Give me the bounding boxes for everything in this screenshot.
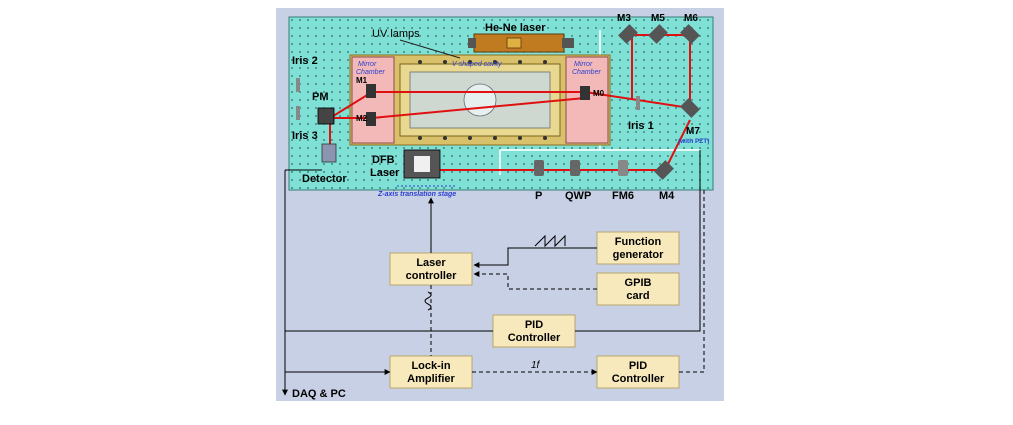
power-meter	[317, 107, 335, 125]
label-m6: M6	[684, 13, 698, 24]
pid2-line1: PID	[629, 360, 647, 372]
block-laser-controller	[389, 252, 473, 286]
block-pid-controller-2	[596, 355, 680, 389]
pid2-line2: Controller	[612, 373, 665, 385]
pid1-line1: PID	[525, 319, 543, 331]
quarter-wave-plate	[570, 160, 580, 176]
function-gen-line1: Function	[615, 236, 662, 248]
lockin-line2: Amplifier	[407, 373, 455, 385]
mirror-m4	[654, 160, 674, 180]
block-gpib-card	[596, 272, 680, 306]
label-pm: PM	[312, 91, 329, 103]
label-modulation: 1f	[531, 360, 541, 371]
laser-controller-line1: Laser	[416, 257, 446, 269]
wire-gpib	[473, 271, 597, 290]
label-m4: M4	[659, 190, 675, 202]
label-p: P	[535, 190, 542, 202]
mirror-m7	[680, 98, 700, 118]
mirror-m5	[648, 24, 668, 44]
gpib-line2: card	[626, 290, 649, 302]
iris-3	[296, 106, 300, 120]
detector	[321, 143, 337, 163]
label-dfb-1: DFB	[372, 154, 395, 166]
label-qwp: QWP	[565, 190, 591, 202]
label-iris2: Iris 2	[292, 55, 318, 67]
label-m1: M1	[356, 76, 368, 85]
label-dfb-2: Laser	[370, 167, 400, 179]
block-pid-controller-1	[492, 314, 576, 348]
label-mirror-right-2: Chamber	[572, 69, 601, 76]
label-iris3: Iris 3	[292, 130, 318, 142]
mirror-m1	[366, 84, 376, 98]
label-hene-laser: He-Ne laser	[485, 22, 546, 34]
wire-pid2-feedback	[679, 190, 705, 373]
label-mirror-left-1: Mirror	[358, 61, 377, 68]
gpib-line1: GPIB	[625, 277, 652, 289]
label-detector: Detector	[302, 173, 347, 185]
label-m7: M7	[686, 126, 700, 137]
label-iris1: Iris 1	[628, 120, 654, 132]
lockin-line1: Lock-in	[411, 360, 450, 372]
label-uv-lamps: UV lamps	[372, 28, 420, 40]
label-daq: DAQ & PC	[292, 388, 346, 400]
label-z-stage: Z-axis translation stage	[377, 191, 456, 198]
label-m0: M0	[593, 89, 605, 98]
label-m5: M5	[651, 13, 665, 24]
block-lockin-amplifier	[389, 355, 473, 389]
iris-2	[296, 78, 300, 92]
polarizer	[534, 160, 544, 176]
label-m2: M2	[356, 114, 368, 123]
label-mirror-left-2: Chamber	[356, 69, 385, 76]
flip-mirror-fm6	[618, 160, 628, 176]
mirror-m0	[580, 86, 590, 100]
laser-controller-line2: controller	[406, 270, 457, 282]
mirror-m6	[680, 24, 700, 44]
wire-pid1-to-pzt	[575, 150, 701, 332]
pid1-line2: Controller	[508, 332, 561, 344]
mirror-m3	[618, 24, 638, 44]
mirror-m2	[366, 112, 376, 126]
label-fm6: FM6	[612, 190, 634, 202]
wire-function-gen	[473, 247, 597, 268]
label-m3: M3	[617, 13, 631, 24]
label-with-pzt: (with PZT)	[678, 138, 709, 145]
sawtooth-icon	[534, 234, 566, 248]
iris-1	[636, 96, 640, 110]
function-gen-line2: generator	[613, 249, 664, 261]
label-v-cavity: V-shaped cavity	[452, 61, 502, 68]
sine-icon	[424, 291, 432, 311]
label-mirror-right-1: Mirror	[574, 61, 593, 68]
